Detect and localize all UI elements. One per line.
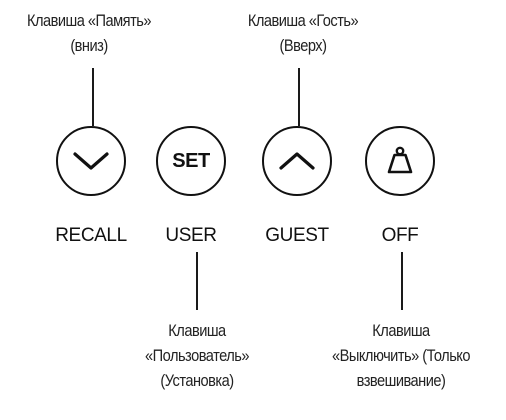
off-leader-line: [401, 252, 403, 310]
recall-callout-line-1: Клавиша «Память»: [27, 11, 151, 30]
off-callout-line-3: взвешивание): [356, 371, 446, 390]
recall-key-callout: Клавиша «Память» (вниз): [12, 8, 165, 58]
guest-key-label: GUEST: [265, 225, 329, 246]
off-key[interactable]: [365, 126, 435, 196]
recall-callout-line-2: (вниз): [70, 36, 108, 55]
recall-key-label: RECALL: [55, 225, 127, 246]
chevron-up-icon: [279, 152, 315, 170]
user-callout-line-1: Клавиша: [168, 321, 226, 340]
off-callout-line-1: Клавиша: [372, 321, 430, 340]
guest-key[interactable]: [262, 126, 332, 196]
user-key-callout: Клавиша «Пользователь» (Установка): [120, 318, 275, 393]
guest-leader-line: [298, 68, 300, 126]
guest-key-callout: Клавиша «Гость» (Вверх): [226, 8, 379, 58]
chevron-down-icon: [73, 152, 109, 170]
user-set-key[interactable]: SET: [156, 126, 226, 196]
user-key-label: USER: [165, 225, 217, 246]
off-key-label: OFF: [381, 225, 419, 246]
guest-callout-line-1: Клавиша «Гость»: [247, 11, 359, 30]
off-callout-line-2: «Выключить» (Только: [332, 346, 470, 365]
user-leader-line: [196, 252, 198, 310]
guest-callout-line-2: (Вверх): [279, 36, 327, 55]
set-key-text: SET: [172, 149, 210, 172]
user-callout-line-2: «Пользователь»: [145, 346, 249, 365]
off-key-callout: Клавиша «Выключить» (Только взвешивание): [311, 318, 492, 393]
recall-key[interactable]: [56, 126, 126, 196]
weight-icon: [387, 146, 413, 174]
user-callout-line-3: (Установка): [160, 371, 234, 390]
recall-leader-line: [92, 68, 94, 126]
